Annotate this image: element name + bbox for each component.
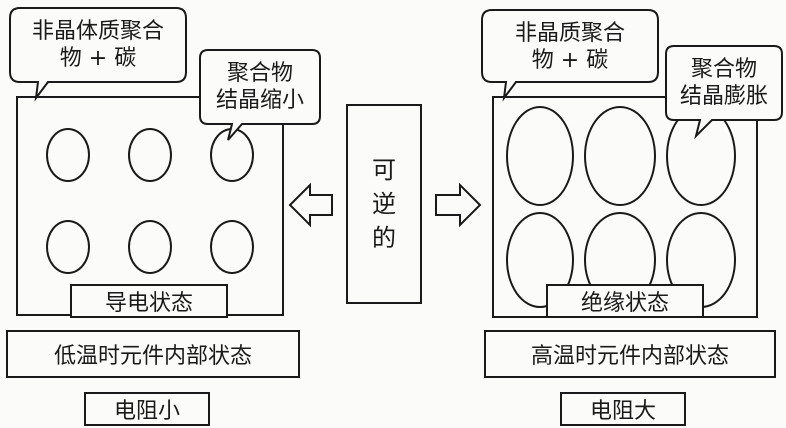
left-arrow-icon [288, 182, 333, 228]
left-amorphous-callout-bubble [9, 7, 187, 102]
left-amorphous-line-1: 非晶体质聚合 [31, 19, 164, 44]
large-crystal-1 [506, 106, 574, 206]
left-crystal-line-1: 聚合物 [226, 61, 293, 86]
right-resistance-text: 电阻大 [589, 399, 656, 424]
reversible-char-3: 的 [372, 224, 396, 252]
left-crystal-line-2: 结晶缩小 [215, 88, 304, 113]
left-temperature-label: 低温时元件内部状态 [6, 330, 300, 378]
left-resistance-text: 电阻小 [113, 399, 180, 424]
large-crystal-2 [584, 106, 656, 206]
right-temperature-label: 高温时元件内部状态 [484, 330, 776, 378]
right-amorphous-callout-bubble [481, 9, 659, 102]
reversible-box: 可 逆 的 [346, 104, 422, 304]
right-crystal-line-2: 结晶膨胀 [679, 84, 768, 109]
right-state-text: 绝缘状态 [580, 291, 669, 316]
small-crystal-1 [46, 128, 90, 182]
small-crystal-4 [46, 220, 90, 274]
right-amorphous-line-2: 物 + 碳 [531, 48, 609, 73]
small-crystal-5 [128, 220, 172, 274]
left-state-label: 导电状态 [70, 284, 228, 318]
left-crystal-callout-text: 聚合物 结晶缩小 [200, 60, 320, 114]
large-crystal-4 [506, 212, 574, 308]
right-crystal-callout-bubble [665, 45, 783, 140]
right-crystal-callout-text: 聚合物 结晶膨胀 [666, 56, 782, 110]
right-state-label: 绝缘状态 [546, 284, 704, 318]
left-resistance-label: 电阻小 [84, 392, 210, 426]
right-amorphous-callout-text: 非晶质聚合 物 + 碳 [482, 20, 658, 74]
reversible-char-1: 可 [372, 156, 396, 184]
right-arrow-icon [435, 182, 482, 228]
reversible-char-2: 逆 [372, 190, 396, 218]
right-resistance-label: 电阻大 [560, 392, 686, 426]
right-amorphous-line-1: 非晶质聚合 [514, 21, 625, 46]
right-crystal-line-1: 聚合物 [690, 57, 757, 82]
small-crystal-6 [210, 220, 254, 274]
left-amorphous-callout-text: 非晶体质聚合 物 + 碳 [10, 18, 186, 72]
left-crystal-callout-bubble [199, 49, 321, 141]
small-crystal-2 [128, 128, 172, 182]
left-state-text: 导电状态 [104, 291, 193, 316]
left-amorphous-line-2: 物 + 碳 [59, 46, 137, 71]
left-temperature-text: 低温时元件内部状态 [53, 344, 252, 369]
right-temperature-text: 高温时元件内部状态 [530, 344, 729, 369]
